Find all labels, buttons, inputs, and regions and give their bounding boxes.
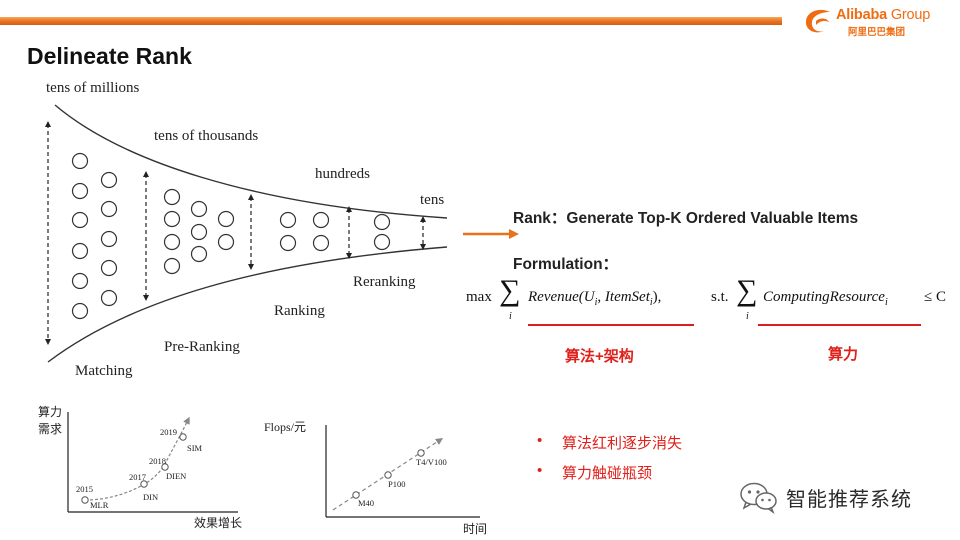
item-circle: [163, 210, 181, 228]
item-circle: [190, 245, 208, 263]
item-circle: [71, 272, 89, 290]
flops-per-cost-chart: Flops/元 时间 M40 P100 T4/V100: [264, 420, 487, 536]
compute-demand-chart: 算力 需求 效果增长 2015 MLR 2017 DIN 2018 DIEN 2…: [38, 404, 242, 530]
label-tens-of-thousands: tens of thousands: [154, 128, 258, 144]
item-circle: [190, 223, 208, 241]
item-circle: [71, 152, 89, 170]
ylabel-line1: 算力: [38, 404, 62, 419]
item-circle: [279, 211, 297, 229]
bullet-dot-icon: •: [537, 432, 543, 449]
model-sim: SIM: [187, 443, 203, 453]
item-circle: [163, 257, 181, 275]
point-m40: [352, 491, 360, 499]
label-tens: tens: [420, 192, 444, 208]
funnel-upper-curve: [54, 104, 448, 219]
item-circle: [217, 233, 235, 251]
underline-revenue: [528, 324, 694, 326]
underline-computing: [758, 324, 921, 326]
item-circle: [100, 200, 118, 218]
formula-max: max: [466, 289, 492, 305]
model-dien: DIEN: [166, 471, 186, 481]
logo-wordmark: Alibaba Group: [836, 7, 931, 23]
item-circle: [373, 233, 391, 251]
point-sim: [179, 433, 187, 441]
item-circle: [100, 289, 118, 307]
orange-arrow-icon: [463, 229, 519, 239]
item-circle: [312, 234, 330, 252]
formula-sub-i-left: i: [509, 311, 512, 322]
item-circle: [217, 210, 235, 228]
item-circle: [71, 211, 89, 229]
sum-symbol-left: ∑: [499, 274, 521, 307]
item-circle: [100, 259, 118, 277]
label-m40: M40: [358, 498, 374, 508]
point-dien: [161, 463, 169, 471]
stage-ranking: Ranking: [274, 303, 325, 319]
item-circle: [71, 242, 89, 260]
ylabel-line2: 需求: [38, 422, 62, 436]
year-2018: 2018: [149, 456, 166, 466]
year-2015: 2015: [76, 484, 93, 494]
year-2017: 2017: [129, 472, 146, 482]
item-circle: [279, 234, 297, 252]
label-hundreds: hundreds: [315, 166, 370, 182]
item-circle: [100, 230, 118, 248]
label-tens-of-millions: tens of millions: [46, 80, 139, 96]
model-din: DIN: [143, 492, 158, 502]
label-p100: P100: [388, 479, 405, 489]
stage-pre-ranking: Pre-Ranking: [164, 339, 240, 355]
item-circle: [163, 188, 181, 206]
model-mlr: MLR: [90, 500, 109, 510]
year-2019: 2019: [160, 427, 177, 437]
label-algorithm-architecture: 算法+架构: [565, 348, 634, 365]
xlabel: 时间: [463, 522, 487, 536]
point-din: [140, 480, 148, 488]
ylabel: Flops/元: [264, 420, 306, 434]
point-t4-v100: [417, 449, 425, 457]
wechat-icon: [740, 482, 777, 514]
point-p100: [384, 471, 392, 479]
item-circle: [312, 211, 330, 229]
item-circle: [373, 213, 391, 231]
formula-computing: ComputingResourcei: [763, 289, 888, 308]
bullet-dot-icon: •: [537, 462, 543, 479]
funnel-diagram: tens of millions tens of thousands hundr…: [45, 80, 448, 379]
item-circle: [163, 233, 181, 251]
item-circle: [100, 171, 118, 189]
item-circle: [71, 182, 89, 200]
point-mlr: [81, 496, 89, 504]
formula: max ∑ i Revenue(Ui, ItemSeti), s.t. ∑ i …: [466, 274, 956, 323]
formula-sub-i-right: i: [746, 311, 749, 322]
stage-reranking: Reranking: [353, 274, 416, 290]
alibaba-logo: Alibaba Group 阿里巴巴集团: [802, 6, 952, 40]
label-computing-power: 算力: [828, 346, 859, 363]
funnel-lower-curve: [47, 246, 448, 363]
formulation-label: Formulation：: [513, 256, 619, 273]
stage-matching: Matching: [75, 363, 133, 379]
formula-revenue: Revenue(Ui, ItemSeti),: [528, 289, 662, 308]
wechat-watermark: 智能推荐系统: [738, 480, 958, 516]
rank-description: Rank：Generate Top-K Ordered Valuable Ite…: [513, 210, 859, 227]
alibaba-swirl-icon: [805, 9, 830, 33]
page-title: Delineate Rank: [27, 43, 192, 69]
item-circle: [71, 302, 89, 320]
header-accent-bar: [0, 17, 782, 25]
formula-st: s.t.: [711, 289, 729, 305]
watermark-text: 智能推荐系统: [786, 489, 912, 511]
xlabel: 效果增长: [194, 515, 242, 530]
formula-leq: ≤ C: [924, 289, 946, 305]
logo-chinese: 阿里巴巴集团: [848, 27, 906, 38]
item-circle: [190, 200, 208, 218]
sum-symbol-right: ∑: [736, 274, 758, 307]
label-t4-v100: T4/V100: [416, 457, 447, 467]
